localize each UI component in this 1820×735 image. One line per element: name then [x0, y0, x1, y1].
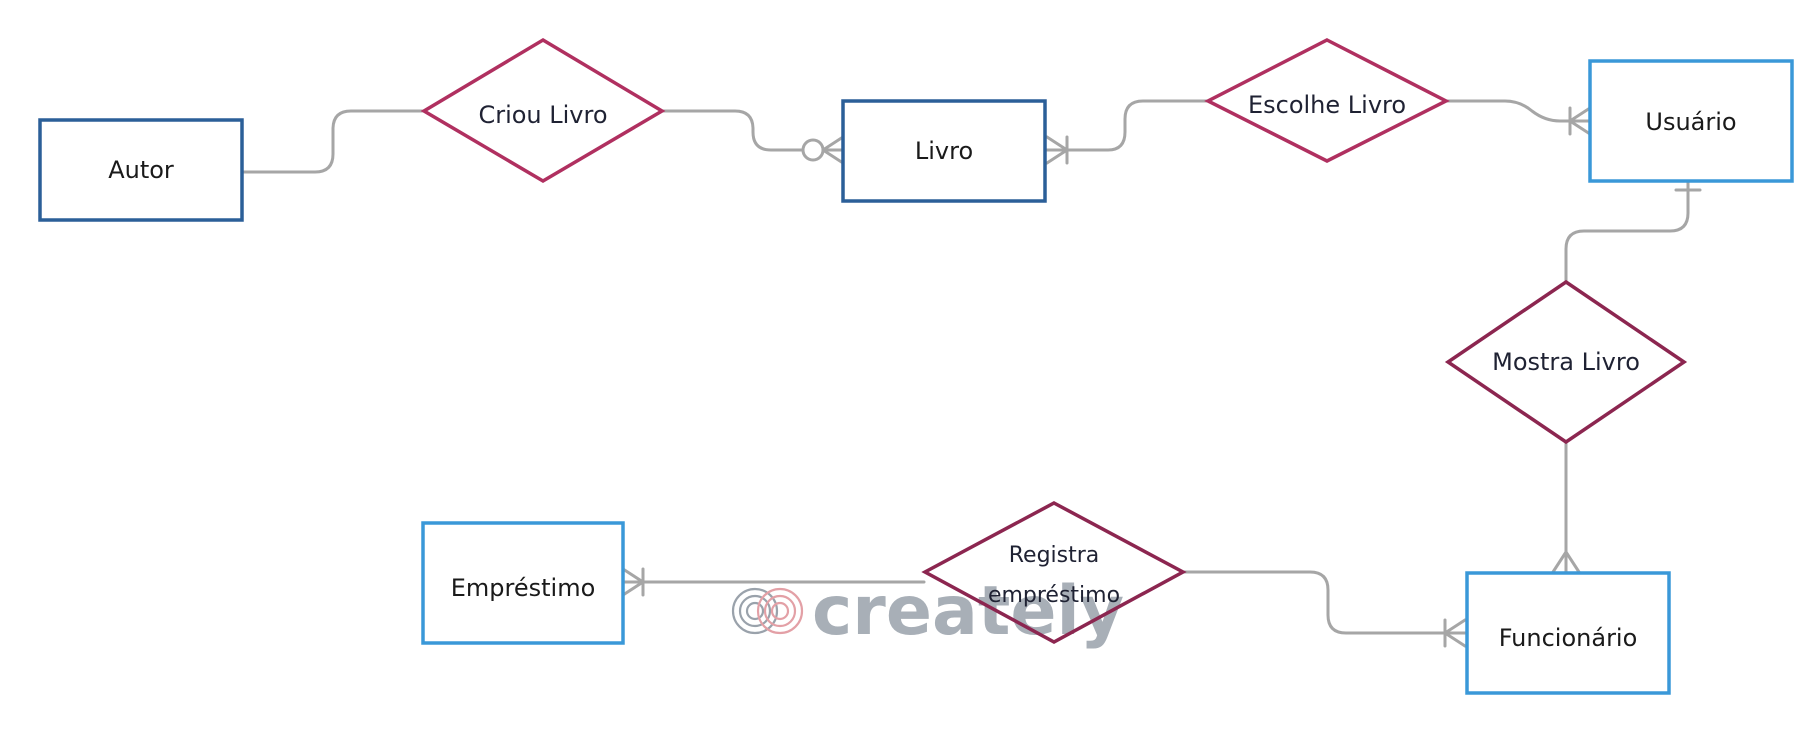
entity-autor[interactable]: Autor — [38, 118, 244, 222]
connector-usuario-mostra-livro — [1564, 180, 1690, 284]
creately-watermark: creately — [731, 572, 1124, 651]
entity-autor-label: Autor — [108, 156, 174, 184]
entity-funcionario[interactable]: Funcionário — [1465, 571, 1671, 695]
entity-emprestimo-label: Empréstimo — [451, 574, 596, 602]
crowfoot-many-funcionario-top — [1551, 550, 1581, 574]
entity-usuario[interactable]: Usuário — [1588, 59, 1794, 183]
connector-escolhe-livro-usuario — [1445, 99, 1592, 123]
connector-livro-escolhe-livro — [1045, 99, 1209, 152]
crowfoot-one-many-livro — [1045, 135, 1069, 165]
relationship-escolhe-livro[interactable]: Escolhe Livro — [1204, 38, 1450, 163]
connector-autor-criou-livro — [240, 109, 424, 174]
creately-watermark-text: creately — [812, 572, 1124, 651]
relationship-criou-livro[interactable]: Criou Livro — [420, 37, 666, 184]
relationship-registra-emprestimo[interactable]: Registra empréstimo — [921, 501, 1187, 644]
relationship-mostra-livro-label: Mostra Livro — [1492, 348, 1640, 376]
connector-criou-livro-livro — [660, 109, 845, 152]
creately-logo-icon — [731, 587, 804, 635]
entity-livro[interactable]: Livro — [841, 99, 1047, 203]
relationship-escolhe-livro-label: Escolhe Livro — [1248, 91, 1406, 119]
entity-emprestimo[interactable]: Empréstimo — [421, 521, 625, 645]
entity-livro-label: Livro — [915, 137, 973, 165]
crowfoot-one-many-funcionario-left — [1443, 618, 1467, 648]
crowfoot-one-many-emprestimo — [621, 567, 645, 597]
entity-funcionario-label: Funcionário — [1499, 624, 1638, 652]
relationship-registra-line2: empréstimo — [988, 583, 1120, 608]
crowfoot-zero-many-livro — [801, 135, 845, 165]
entity-usuario-label: Usuário — [1645, 108, 1736, 136]
relationship-registra-line1: Registra — [1009, 543, 1100, 568]
crowfoot-one-many-usuario — [1568, 106, 1592, 136]
connector-registra-funcionario — [1181, 570, 1467, 635]
relationship-mostra-livro[interactable]: Mostra Livro — [1444, 279, 1688, 445]
relationship-criou-livro-label: Criou Livro — [478, 101, 607, 129]
